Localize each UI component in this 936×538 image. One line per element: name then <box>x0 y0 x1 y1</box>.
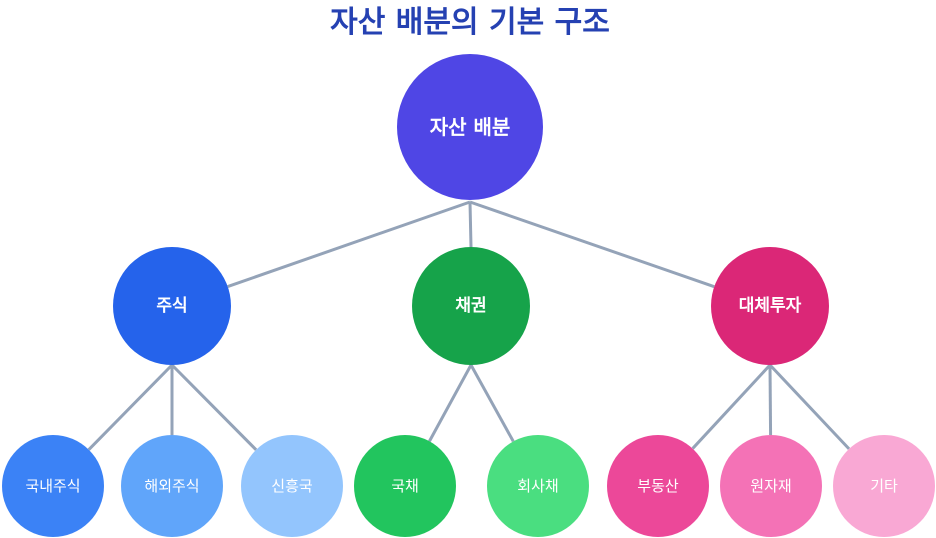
category-node-label: 대체투자 <box>739 296 802 316</box>
category-node-circle <box>113 247 231 365</box>
leaf-node-circle <box>121 435 223 537</box>
leaf-node-label: 기타 <box>870 477 898 495</box>
leaf-node: 국내주식 <box>2 435 104 537</box>
category-node: 채권 <box>412 247 530 365</box>
leaf-node-circle <box>607 435 709 537</box>
leaf-node-label: 국내주식 <box>25 477 80 495</box>
root-node: 자산 배분 <box>397 54 543 200</box>
leaf-node: 신흥국 <box>241 435 343 537</box>
leaf-node-circle <box>354 435 456 537</box>
leaf-node: 기타 <box>833 435 935 537</box>
root-node-circle <box>397 54 543 200</box>
leaf-node-circle <box>833 435 935 537</box>
category-node-circle <box>412 247 530 365</box>
edge-category-to-leaf <box>428 364 473 442</box>
leaf-node: 회사채 <box>487 435 589 537</box>
edge-root-to-category <box>227 200 471 288</box>
category-node-label: 주식 <box>156 296 187 316</box>
leaf-node-circle <box>720 435 822 537</box>
leaf-node-label: 원자재 <box>750 477 791 495</box>
edge-category-to-leaf <box>768 364 773 436</box>
root-node-label: 자산 배분 <box>430 115 511 139</box>
edge-root-to-category <box>469 200 715 289</box>
edge-category-to-leaf <box>87 363 174 451</box>
leaf-node-circle <box>2 435 104 537</box>
edges-layer <box>87 200 851 451</box>
category-node-label: 채권 <box>455 296 486 316</box>
edge-category-to-leaf <box>768 363 851 450</box>
leaf-node-label: 해외주식 <box>144 477 199 495</box>
leaf-node-label: 신흥국 <box>271 477 313 495</box>
edge-category-to-leaf <box>170 363 258 451</box>
edge-category-to-leaf <box>469 364 515 443</box>
leaf-node: 국채 <box>354 435 456 537</box>
category-node-circle <box>711 247 829 365</box>
edge-category-to-leaf <box>691 363 772 450</box>
leaf-node-label: 회사채 <box>517 477 558 495</box>
edge-root-to-category <box>468 201 473 248</box>
leaf-node: 부동산 <box>607 435 709 537</box>
leaf-node: 원자재 <box>720 435 822 537</box>
diagram-title: 자산 배분의 기본 구조 <box>330 5 610 40</box>
leaf-node-label: 부동산 <box>637 477 679 495</box>
leaf-node-circle <box>241 435 343 537</box>
leaf-node-label: 국채 <box>391 477 419 495</box>
category-node: 대체투자 <box>711 247 829 365</box>
category-node: 주식 <box>113 247 231 365</box>
leaf-node: 해외주식 <box>121 435 223 537</box>
leaf-node-circle <box>487 435 589 537</box>
